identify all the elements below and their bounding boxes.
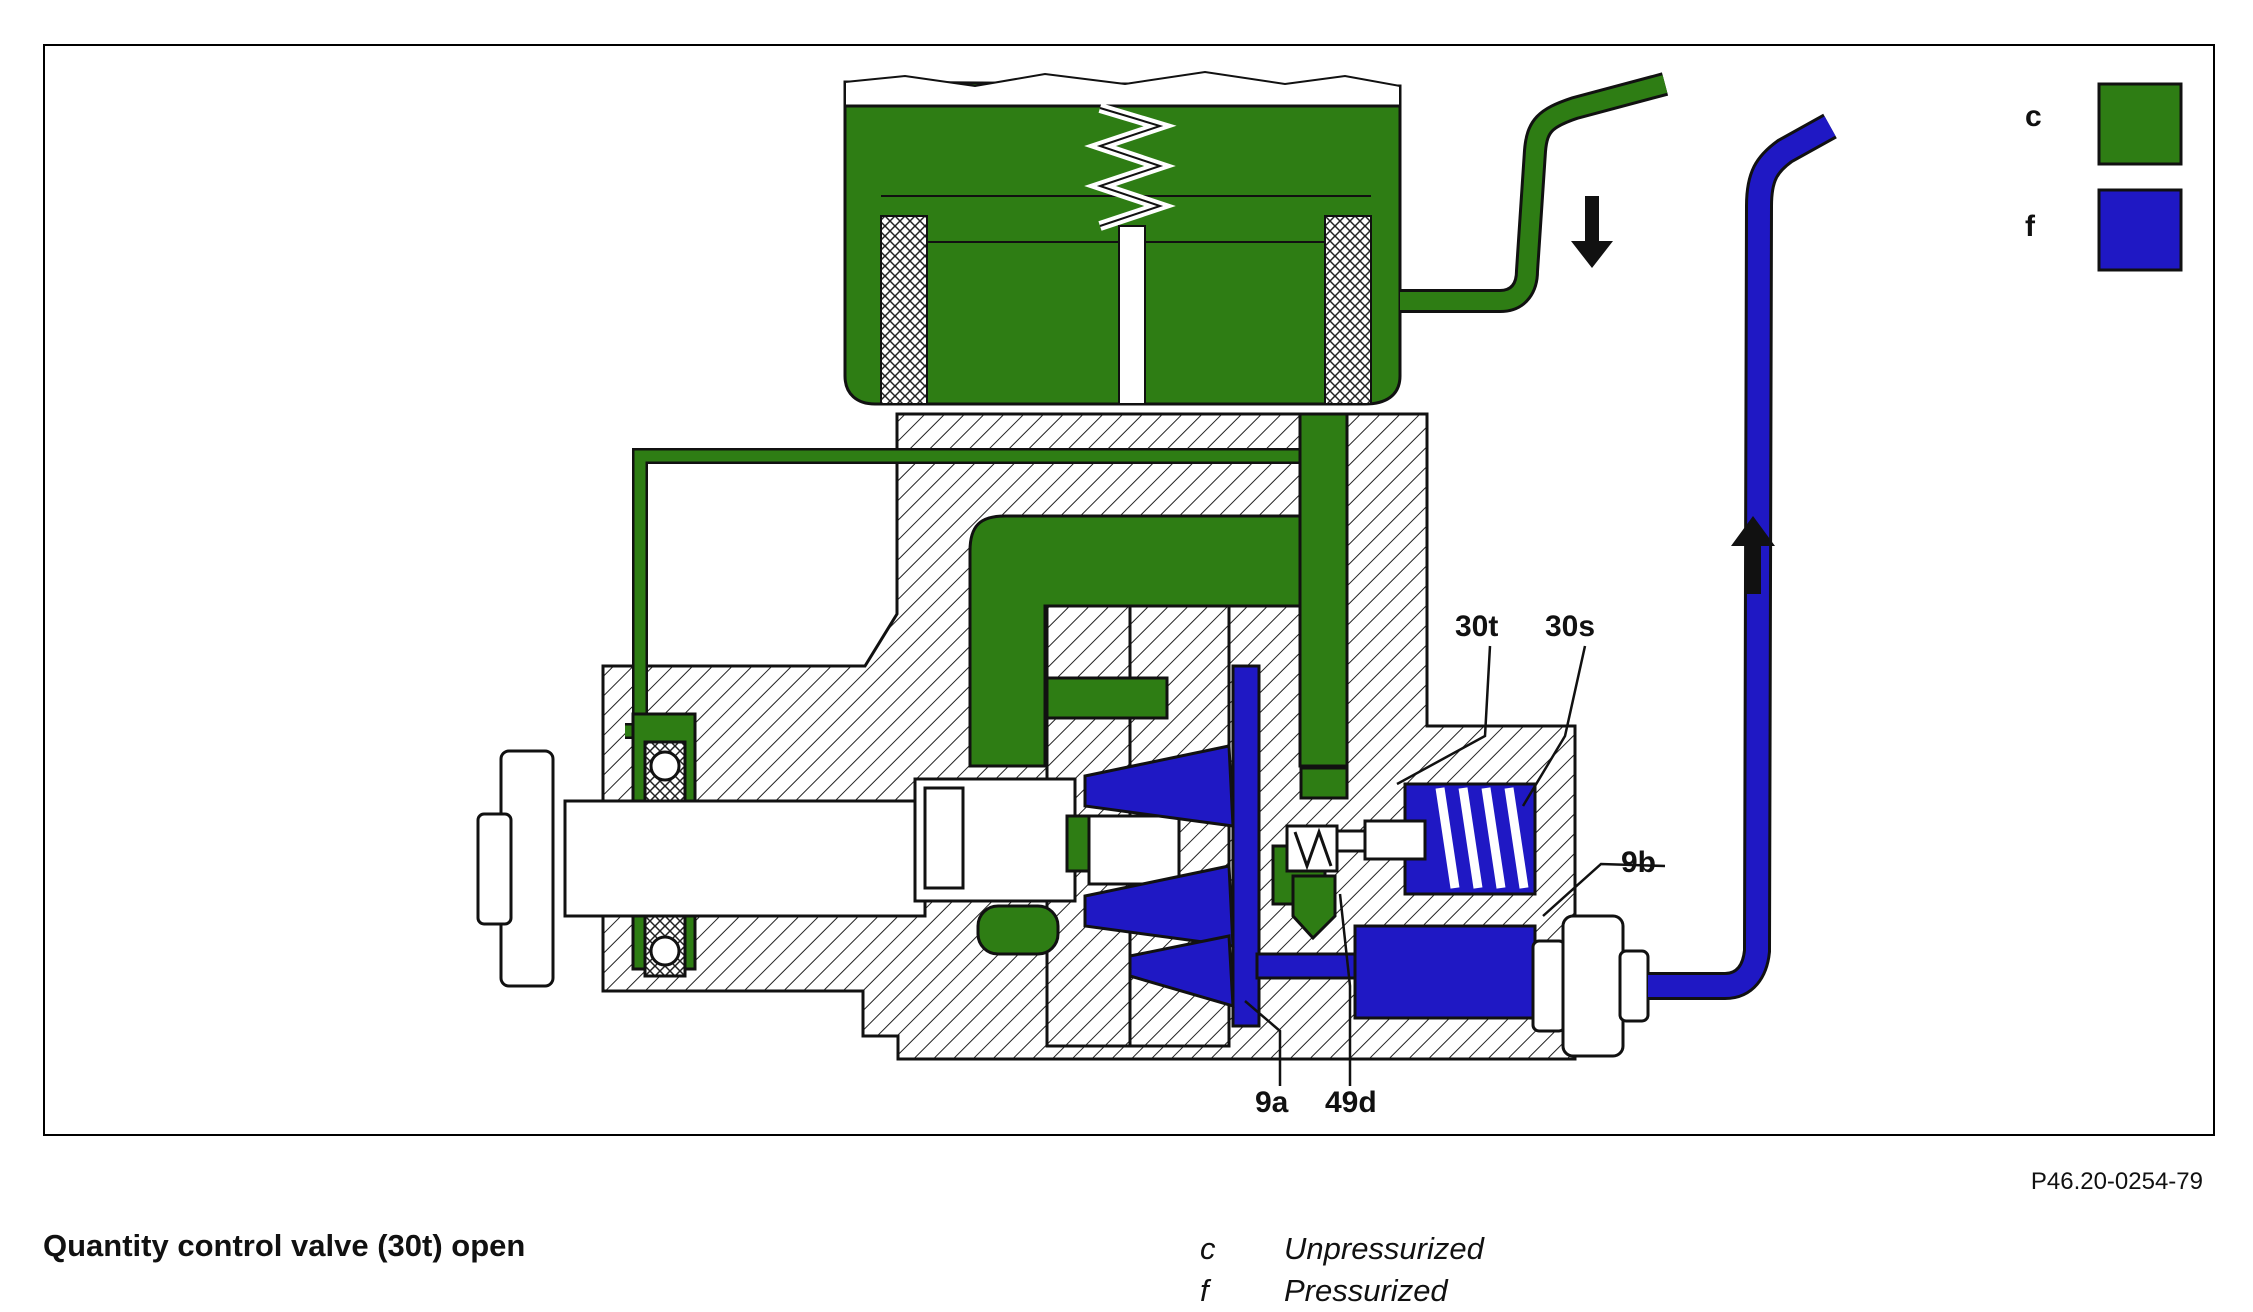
callout-30s: 30s [1545,610,1595,643]
color-legend-swatches: c f [2025,82,2183,272]
callout-9b: 9b [1621,846,1656,879]
swatch-unpressurized [2097,82,2183,166]
legend-row-unpressurized: c Unpressurized [1200,1228,1484,1270]
outlet-line [1648,113,1837,1000]
swatch-pressurized [2097,188,2183,272]
figure-reference-code: P46.20-0254-79 [2030,1168,2203,1195]
control-valve-spring [1335,782,1537,896]
legend-label: Unpressurized [1284,1231,1484,1266]
figure-caption: Quantity control valve (30t) open [43,1228,526,1263]
fuel-reservoir [843,70,1402,406]
legend-label: Pressurized [1284,1273,1448,1308]
swatch-key-f: f [2025,210,2036,243]
pump-cross-section-diagram: 30t 30s 9b 9a 49d c f [476,70,2183,1119]
callout-9a: 9a [1255,1086,1289,1119]
quantity-control-valve [1285,824,1339,941]
callout-49d: 49d [1325,1086,1377,1119]
flow-up-arrow-icon [1731,516,1775,594]
drive-flange [476,749,555,988]
legend-key: c [1200,1231,1216,1266]
legend-list: c Unpressurized f Pressurized [1200,1228,1484,1312]
diagram-frame: 30t 30s 9b 9a 49d c f [43,44,2215,1136]
flow-down-arrow-icon [1571,196,1613,268]
legend-key: f [1200,1273,1209,1308]
callout-30t: 30t [1455,610,1498,643]
legend-row-pressurized: f Pressurized [1200,1270,1484,1312]
drive-shaft [563,740,1181,978]
callout-leaders [1244,645,1666,1086]
swatch-key-c: c [2025,100,2042,133]
outlet-fitting [1531,914,1650,1058]
